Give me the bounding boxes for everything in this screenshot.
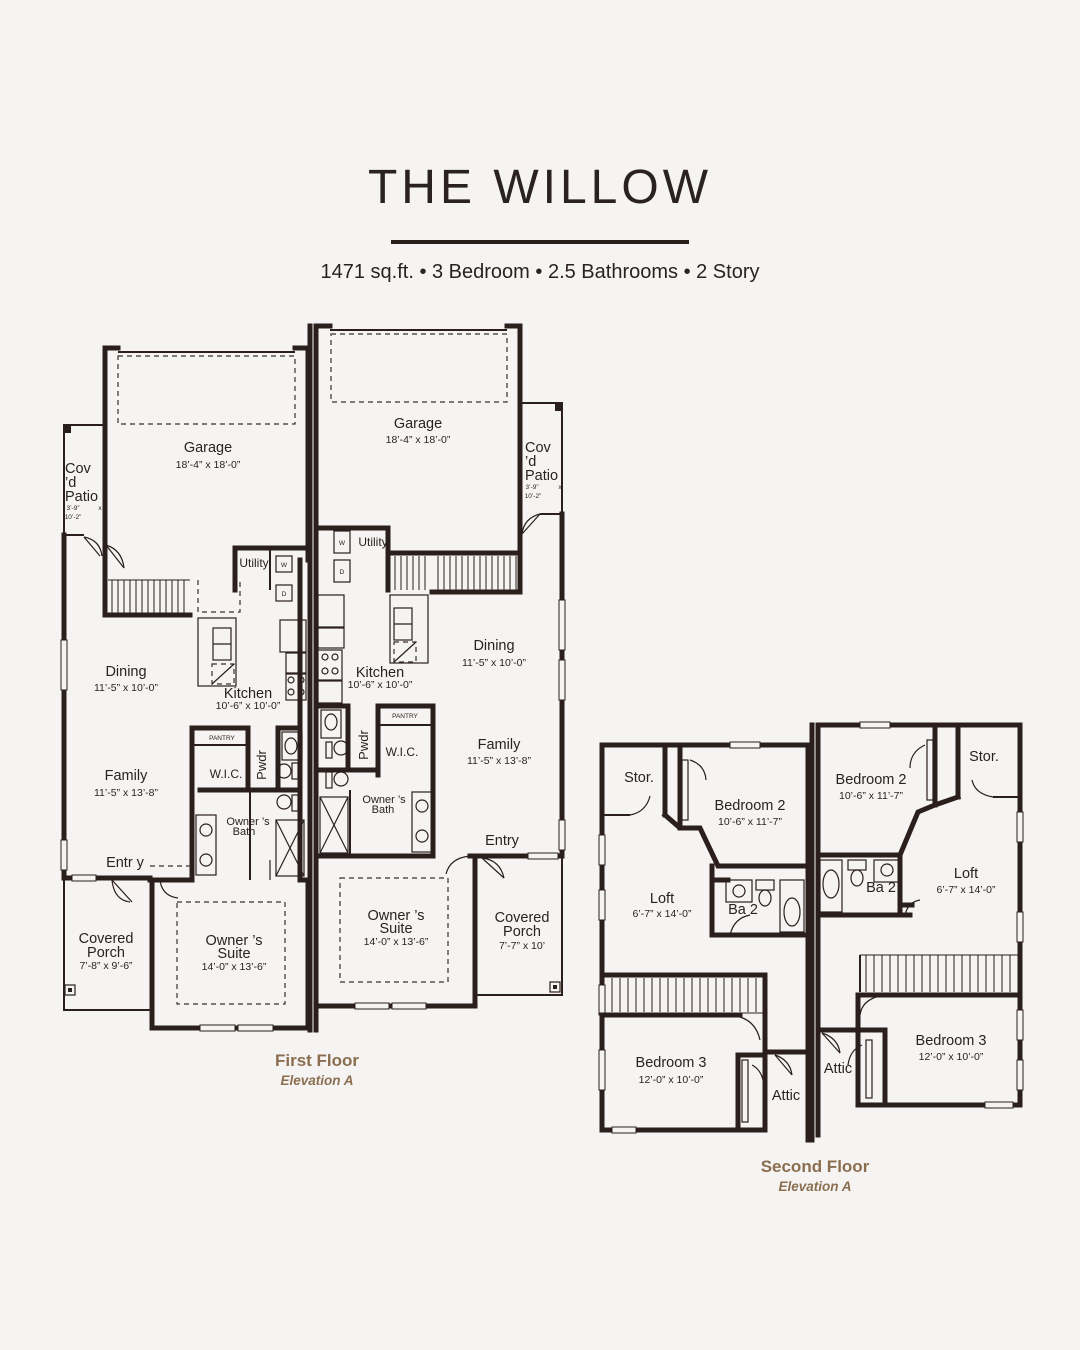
ff-left-kitchen: Kitchen: [224, 686, 272, 702]
ff-right-kitchen-dim: 10’-6” x 10’-0”: [348, 679, 413, 691]
ff-left-dining-dim: 11’-5” x 10’-0”: [94, 682, 158, 694]
sf-left-attic: Attic: [772, 1088, 800, 1104]
ff-left-garage-dim: 18’-4” x 18’-0”: [176, 459, 241, 471]
ff-left-pwdr: Pwdr: [254, 750, 269, 780]
ff-right-patio-x: x: [558, 484, 562, 491]
ff-right-garage-dim: 18’-4” x 18’-0”: [386, 434, 451, 446]
ff-right-bath-l1: Owner ’s: [362, 794, 406, 806]
ff-left-dryer: D: [282, 591, 287, 598]
ff-left-pantry: PANTRY: [209, 735, 235, 742]
ff-left-suite-dim: 14’-0” x 13’-6”: [202, 961, 267, 973]
ff-right-suite-dim: 14’-0” x 13’-6”: [364, 936, 429, 948]
ff-right-dining-dim: 11’-5” x 10’-0”: [462, 657, 526, 669]
sf-left-bedroom3-dim: 12’-0” x 10’-0”: [639, 1074, 704, 1086]
ff-left-entry: Entr y: [106, 855, 145, 871]
ff-right-suite-l2: Suite: [379, 921, 412, 937]
sf-left-bedroom2: Bedroom 2: [715, 798, 786, 814]
ff-right-porch-l2: Porch: [503, 924, 541, 940]
ff-right-porch-l1: Covered: [495, 910, 550, 926]
ff-left-kitchen-dim: 10’-6” x 10’-0”: [216, 700, 281, 712]
ff-right-porch-dim: 7’-7” x 10’: [499, 940, 545, 952]
ff-left-utility: Utility: [239, 556, 268, 570]
sf-right-bedroom2: Bedroom 2: [836, 772, 907, 788]
sf-left-loft-dim: 6’-7” x 14’-0”: [633, 908, 692, 920]
ff-right-patio-dim1: 3’-9”: [525, 484, 538, 491]
ff-right-patio-l3: Patio: [525, 468, 558, 484]
ff-right-family: Family: [478, 737, 521, 753]
ff-right-washer: W: [339, 540, 346, 547]
ff-left-patio-l2: ’d: [65, 475, 76, 491]
ff-left-bath-l2: Bath: [233, 826, 256, 838]
ff-right-dryer: D: [340, 569, 345, 576]
sf-right-loft-dim: 6’-7” x 14’-0”: [937, 884, 996, 896]
ff-left-washer: W: [281, 562, 288, 569]
second-floor-label: Second Floor: [761, 1157, 870, 1176]
ff-right-suite-l1: Owner ’s: [368, 908, 425, 924]
ff-right-wic: W.I.C.: [386, 745, 419, 759]
sf-right-attic: Attic: [824, 1061, 852, 1077]
sf-right-bedroom3: Bedroom 3: [916, 1033, 987, 1049]
sf-left-storage: Stor.: [624, 770, 654, 786]
sf-right-storage: Stor.: [969, 749, 999, 765]
ff-left-patio-l1: Cov: [65, 461, 92, 477]
ff-right-garage: Garage: [394, 416, 442, 432]
first-floor-elevation: Elevation A: [280, 1073, 353, 1088]
ff-right-bath-l2: Bath: [372, 804, 395, 816]
ff-left-bath-l1: Owner ’s: [226, 816, 270, 828]
ff-left-suite-l1: Owner ’s: [206, 933, 263, 949]
ff-left-dining: Dining: [105, 664, 146, 680]
ff-left-family-dim: 11’-5” x 13’-8”: [94, 787, 158, 799]
sf-left-bedroom2-dim: 10’-6” x 11’-7”: [718, 816, 782, 828]
ff-left-family: Family: [105, 768, 148, 784]
sf-right-bedroom3-dim: 12’-0” x 10’-0”: [919, 1051, 984, 1063]
ff-left-suite-l2: Suite: [217, 946, 250, 962]
first-floor-left-unit: [60, 345, 311, 1032]
title-underline: [391, 240, 689, 244]
ff-right-kitchen: Kitchen: [356, 665, 404, 681]
ff-right-patio-dim2: 10’-2”: [525, 493, 542, 500]
ff-right-pwdr: Pwdr: [356, 730, 371, 760]
ff-right-pantry: PANTRY: [392, 713, 418, 720]
plan-title: THE WILLOW: [367, 161, 712, 214]
plan-subtitle: 1471 sq.ft. • 3 Bedroom • 2.5 Bathrooms …: [320, 261, 760, 283]
second-floor-left-unit: [598, 741, 811, 1143]
ff-right-patio-l1: Cov: [525, 440, 552, 456]
ff-right-entry: Entry: [485, 833, 520, 849]
sf-left-bedroom3: Bedroom 3: [636, 1055, 707, 1071]
ff-left-porch-l1: Covered: [79, 931, 134, 947]
second-floor-elevation: Elevation A: [778, 1179, 851, 1194]
ff-left-porch-dim: 7’-8” x 9’-6”: [79, 960, 133, 972]
ff-left-porch-l2: Porch: [87, 945, 125, 961]
ff-right-utility: Utility: [358, 535, 387, 549]
first-floor-label: First Floor: [275, 1051, 359, 1070]
sf-left-bath2: Ba 2: [728, 902, 758, 918]
second-floor-right-unit: [815, 721, 1024, 1109]
sf-right-loft: Loft: [954, 866, 978, 882]
sf-left-loft: Loft: [650, 891, 674, 907]
sf-right-bath2: Ba 2: [866, 880, 896, 896]
ff-left-patio-l3: Patio: [65, 489, 98, 505]
first-floor-right-unit: [313, 323, 566, 1010]
ff-right-dining: Dining: [473, 638, 514, 654]
sf-right-bedroom2-dim: 10’-6” x 11’-7”: [839, 790, 903, 802]
ff-left-patio-dim1: 3’-9”: [66, 505, 79, 512]
ff-left-patio-dim2: 10’-2”: [65, 514, 82, 521]
ff-left-garage: Garage: [184, 440, 232, 456]
ff-right-family-dim: 11’-5” x 13’-8”: [467, 755, 531, 767]
ff-right-patio-l2: ’d: [525, 454, 536, 470]
ff-left-wic: W.I.C.: [210, 767, 243, 781]
ff-left-patio-x: x: [98, 505, 102, 512]
